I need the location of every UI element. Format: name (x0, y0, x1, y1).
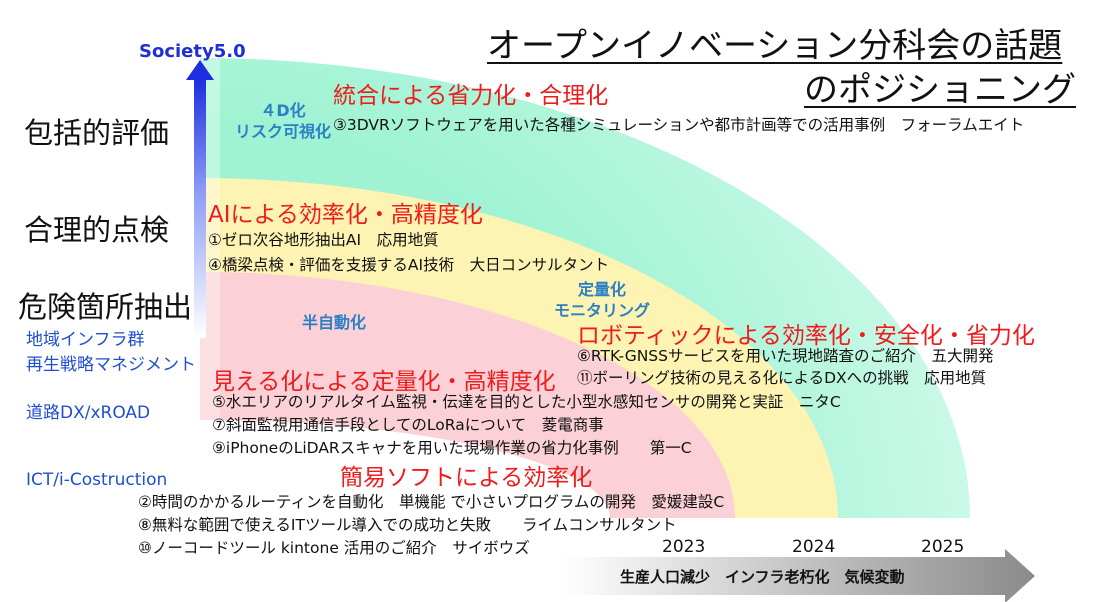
section-item-water-sensor: ⑤水エリアのリアルタイム監視・伝達を目的とした小型水感知センサの開発と実証 ニタ… (212, 393, 841, 411)
bottom-arrow-label: 生産人口減少 インフラ老朽化 気候変動 (620, 568, 905, 586)
section-heading-visualization: 見える化による定量化・高精度化 (212, 369, 556, 395)
bottom-arrow-shape (560, 549, 1035, 602)
section-item-lidar: ⑨iPhoneのLiDARスキャナを用いた現場作業の省力化事例 第一C (212, 439, 692, 457)
band-label-quantify-line2: モニタリング (553, 301, 650, 320)
section-heading-integration: 統合による省力化・合理化 (333, 83, 609, 109)
section-item-zero-order: ①ゼロ次谷地形抽出AI 応用地質 (208, 231, 439, 249)
section-item-boring: ⑪ボーリング技術の見える化によるDXへの挑戦 応用地質 (577, 369, 987, 387)
band-label-quantify: 定量化 モニタリング (532, 279, 672, 321)
side-label-strategy: 再生戦略マネジメント (26, 355, 196, 375)
band-label-4d-line1: ４D化 (260, 101, 306, 120)
page-title-line2: のポジショニング (804, 70, 1076, 110)
band-label-quantify-line1: 定量化 (577, 280, 626, 299)
band-label-4d: ４D化 リスク可視化 (218, 100, 348, 142)
section-heading-robotic: ロボティックによる効率化・安全化・省力化 (577, 323, 1035, 349)
side-label-road-dx: 道路DX/xROAD (26, 403, 151, 423)
side-label-ict: ICT/i-Costruction (26, 470, 168, 490)
band-label-semi-auto: 半自動化 (302, 313, 367, 332)
level-hazard-extraction: 危険箇所抽出 (18, 290, 193, 324)
section-item-rtk: ⑥RTK-GNSSサービスを用いた現地踏査のご紹介 五大開発 (577, 347, 994, 365)
side-label-infra-group: 地域インフラ群 (26, 330, 145, 350)
section-item-it-tool: ⑧無料な範囲で使えるITツール導入での成功と失敗 ライムコンサルタント (138, 516, 677, 534)
page-title-line1: オープンイノベーション分科会の話題 (487, 26, 1063, 66)
vertical-axis-bar (194, 78, 206, 338)
band-label-4d-line2: リスク可視化 (234, 122, 331, 141)
band-inner (200, 420, 610, 518)
section-item-kintone: ⑩ノーコードツール kintone 活用のご紹介 サイボウズ (138, 539, 530, 557)
axis-label-society: Society5.0 (139, 41, 246, 62)
year-2023: 2023 (662, 537, 706, 557)
section-item-lora: ⑦斜面監視用通信手段としてのLoRaについて 菱電商事 (212, 416, 604, 434)
section-item-routine: ②時間のかかるルーティンを自動化 単機能 で小さいプログラムの開発 愛媛建設C (138, 493, 725, 511)
section-item-3dvr: ③3DVRソフトウェアを用いた各種シミュレーションや都市計画等での活用事例 フォ… (333, 116, 1025, 134)
section-item-bridge: ④橋梁点検・評価を支援するAI技術 大日コンサルタント (208, 256, 610, 274)
vertical-axis-arrowhead (186, 60, 214, 80)
section-heading-ai: AIによる効率化・高精度化 (208, 202, 483, 228)
year-2024: 2024 (792, 537, 836, 557)
section-heading-simple-soft: 簡易ソフトによる効率化 (340, 465, 593, 491)
level-rational-inspection: 合理的点検 (24, 213, 170, 247)
year-2025: 2025 (921, 537, 965, 557)
level-comprehensive-evaluation: 包括的評価 (24, 116, 170, 150)
